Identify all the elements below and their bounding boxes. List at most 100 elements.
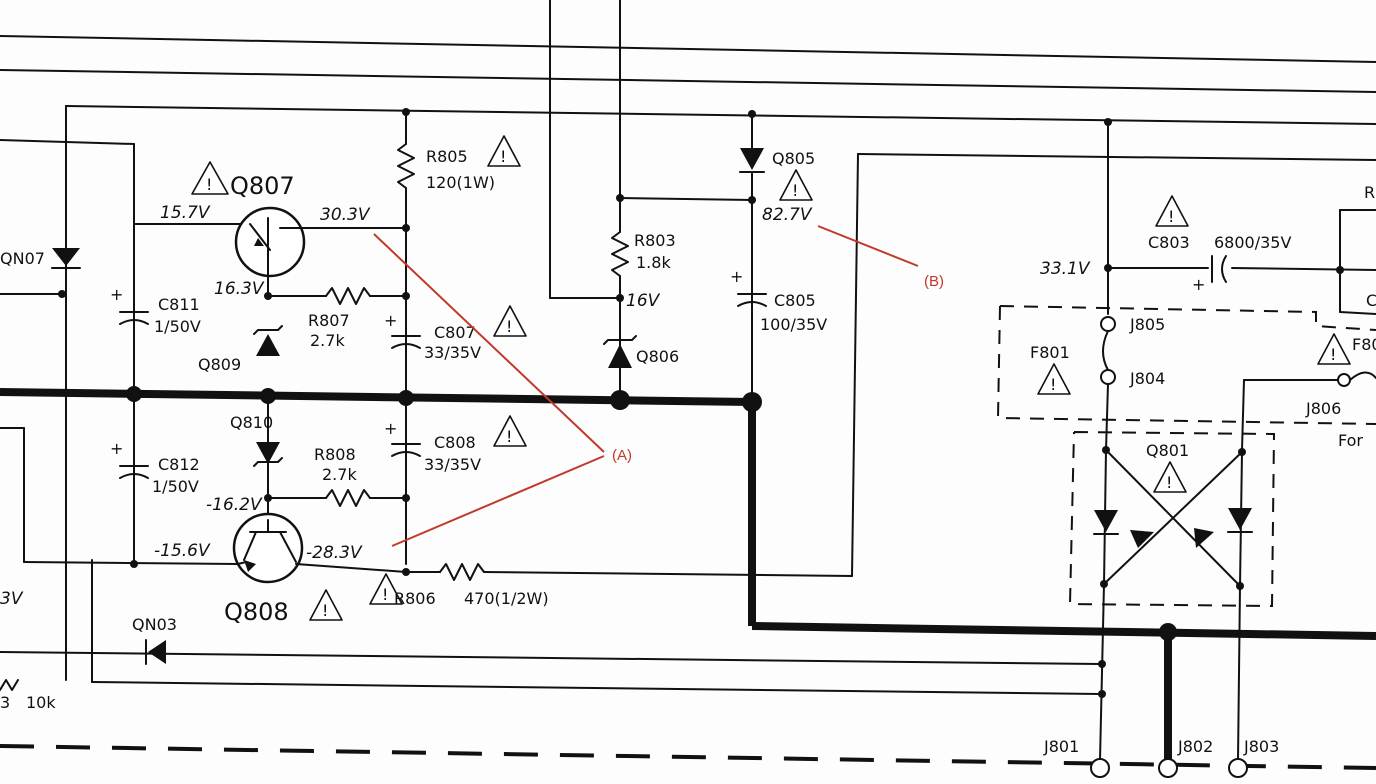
capacitor-c807: + C807 ! 33/35V <box>384 305 527 362</box>
v-q808-base: -15.6V <box>154 541 211 561</box>
j806-label: J806 <box>1305 399 1341 418</box>
c807-value: 33/35V <box>424 343 481 362</box>
capacitor-c808: + C808 ! 33/35V <box>384 415 527 474</box>
j802-label: J802 <box>1177 737 1213 756</box>
r803-label: R803 <box>634 231 676 250</box>
q809-label: Q809 <box>198 355 241 374</box>
q807-label: Q807 <box>230 172 295 200</box>
v-q808-collector: -28.3V <box>306 543 363 563</box>
q808-label: Q808 <box>224 598 289 626</box>
capacitor-c803: + ! C803 6800/35V R C <box>1148 183 1376 310</box>
q810-label: Q810 <box>230 413 273 432</box>
v-q807-emitter: 16.3V <box>214 279 265 299</box>
v-q805: 82.7V <box>762 205 813 225</box>
j803-label: J803 <box>1243 737 1279 756</box>
svg-text:!: ! <box>322 601 328 620</box>
c807-label: C807 <box>434 323 476 342</box>
j804-label: J804 <box>1129 369 1165 388</box>
right-edge-r: R <box>1364 183 1375 202</box>
zener-q810: Q810 <box>230 395 283 521</box>
zener-q806: Q806 <box>603 335 679 401</box>
r803-value: 1.8k <box>636 253 671 272</box>
resistor-r807: R807 2.7k <box>264 287 407 350</box>
qn07-label: QN07 <box>0 249 45 268</box>
r805-value: 120(1W) <box>426 173 495 192</box>
left-ref-10k: 10k <box>26 693 56 712</box>
r807-value: 2.7k <box>310 331 345 350</box>
annotation-b: (B) <box>817 225 944 290</box>
bottom-boundary <box>0 744 1376 770</box>
capacitor-c812: + C812 1/50V <box>110 439 200 568</box>
bridge-rectifier-q801: Q801 ! <box>1068 431 1276 761</box>
r806-label: R806 <box>394 589 436 608</box>
r808-value: 2.7k <box>322 465 357 484</box>
r805-label: R805 <box>426 147 468 166</box>
zener-q809: Q809 <box>198 325 283 374</box>
r806-value: 470(1/2W) <box>464 589 549 608</box>
right-wiring <box>1104 118 1376 315</box>
resistor-r808: R808 2.7k <box>264 445 410 507</box>
fuse-block-f801: J805 J804 F801 ! ! F80 J806 For <box>996 305 1376 451</box>
top-rails <box>0 35 1376 145</box>
c812-label: C812 <box>158 455 200 474</box>
svg-text:+: + <box>1192 275 1205 294</box>
svg-text:!: ! <box>206 175 212 194</box>
transistor-q807: ! Q807 <box>191 161 306 297</box>
svg-text:!: ! <box>382 585 388 604</box>
c805-value: 100/35V <box>760 315 827 334</box>
q806-label: Q806 <box>636 347 679 366</box>
v-q807-base: 15.7V <box>160 203 211 223</box>
c808-value: 33/35V <box>424 455 481 474</box>
svg-text:!: ! <box>500 147 506 166</box>
qn03-label: QN03 <box>132 615 177 634</box>
ground-bus <box>0 386 1376 770</box>
v-q808-emitter: -16.2V <box>206 495 263 515</box>
svg-text:+: + <box>730 267 743 286</box>
c811-label: C811 <box>158 295 200 314</box>
left-ref-3: 3 <box>0 693 10 712</box>
left-wiring <box>0 105 1101 695</box>
resistor-r803: R803 1.8k <box>611 197 676 347</box>
for-label: For <box>1338 431 1363 450</box>
c803-value: 6800/35V <box>1214 233 1291 252</box>
mid-right-wiring <box>851 153 1376 577</box>
right-edge-c: C <box>1366 291 1376 310</box>
svg-text:!: ! <box>792 181 798 200</box>
j805-label: J805 <box>1129 315 1165 334</box>
svg-text:!: ! <box>506 427 512 446</box>
f801-label: F801 <box>1030 343 1070 362</box>
diode-qn03: QN03 <box>132 615 177 665</box>
v-c803: 33.1V <box>1040 259 1091 279</box>
svg-text:!: ! <box>1168 207 1174 226</box>
q805-label: Q805 <box>772 149 815 168</box>
left-edge-fragments: 3 10k 3V <box>0 589 56 712</box>
c805-label: C805 <box>774 291 816 310</box>
capacitor-c805: + C805 100/35V <box>730 267 827 334</box>
j801-label: J801 <box>1043 737 1079 756</box>
svg-text:+: + <box>384 311 397 330</box>
svg-text:!: ! <box>1050 375 1056 394</box>
c812-value: 1/50V <box>152 477 199 496</box>
left-voltage-fragment: 3V <box>0 589 24 609</box>
c811-value: 1/50V <box>154 317 201 336</box>
svg-text:+: + <box>110 285 123 304</box>
capacitor-c811: + C811 1/50V <box>110 285 201 336</box>
svg-text:+: + <box>384 419 397 438</box>
svg-text:+: + <box>110 439 123 458</box>
transistor-q808: Q808 ! <box>224 512 410 626</box>
f80x-label: F80 <box>1352 335 1376 354</box>
c808-label: C808 <box>434 433 476 452</box>
q801-label: Q801 <box>1146 441 1189 460</box>
svg-text:!: ! <box>1166 473 1172 492</box>
annotation-b-label: (B) <box>924 273 944 290</box>
diode-qn07: QN07 <box>0 248 81 298</box>
c803-label: C803 <box>1148 233 1190 252</box>
v-q806: 16V <box>626 291 661 311</box>
resistor-r806: ! R806 470(1/2W) <box>369 563 853 608</box>
diode-q805: Q805 ! <box>739 110 815 403</box>
connectors: J801 J802 J803 <box>1043 737 1279 778</box>
annotation-a-label: (A) <box>612 447 632 464</box>
r808-label: R808 <box>314 445 356 464</box>
